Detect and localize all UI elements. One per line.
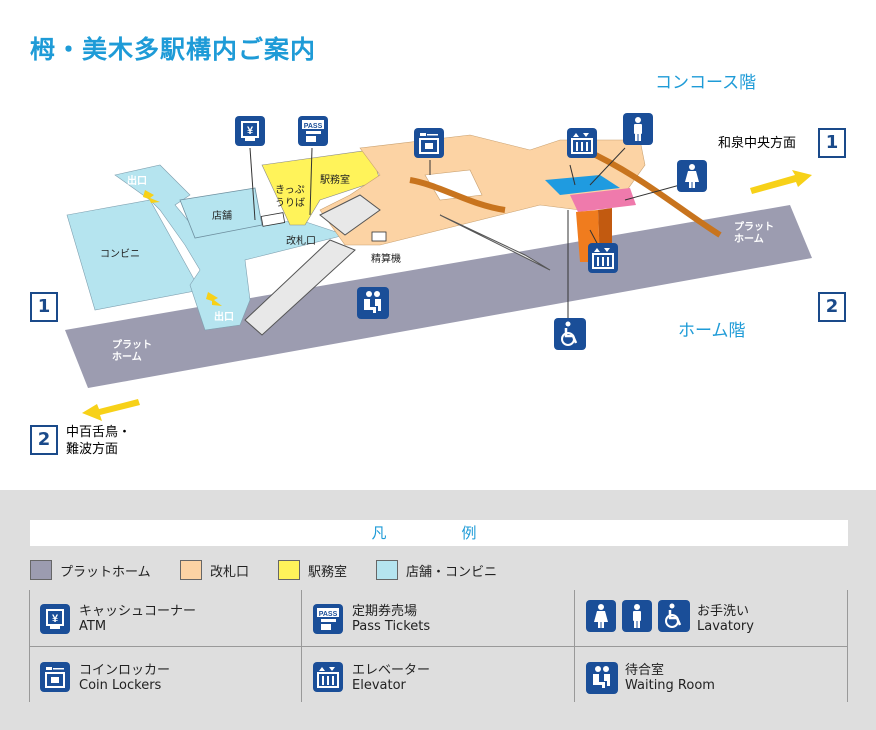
gate-label: 改札口 [286,236,316,247]
station-office-label: 駅務室 [320,175,350,186]
atm-icon: ¥ [235,116,265,146]
swatch-platform-label: プラットホーム [60,565,151,580]
exit-label-bottom: 出口 [214,312,234,323]
legend-lavatory-en: Lavatory [697,619,754,634]
direction-1-box: 1 [818,128,846,158]
stairs [244,194,551,336]
direction-1-label: 和泉中央方面 [718,136,797,151]
legend-elevator-icon [313,662,343,692]
svg-text:¥: ¥ [247,125,254,137]
direction-2-box-right: 2 [818,292,846,322]
swatch-shop-label: 店舗・コンビニ [406,565,498,580]
swatch-shop [376,560,398,580]
male-lavatory-icon [623,113,653,145]
fare-adjust-label: 精算機 [371,254,401,265]
waiting-room-icon [357,287,389,319]
direction-2-label: 中百舌鳥・ 難波方面 [66,425,132,457]
legend-waiting-jp: 待合室 [625,663,665,678]
platform-label-right: プラット ホーム [734,222,774,245]
convenience-label: コンビニ [100,249,140,260]
elevator-icon [567,128,597,158]
ticket-machine [260,212,286,227]
legend-waiting-icon [586,662,618,694]
legend-female-lavatory-icon [586,600,616,632]
legend-elevator-en: Elevator [352,678,406,693]
male-lavatory-room [545,175,620,195]
legend-waiting-en: Waiting Room [625,678,715,693]
legend-title: 凡 例 [30,520,848,546]
ticket-label-1: きっぷ [275,185,305,196]
female-lavatory-icon [677,160,707,192]
concourse-level-label: コンコース階 [655,73,757,93]
shop-label: 店舗 [212,211,232,222]
concourse-area [319,134,646,246]
elevator-platform-icon [588,243,618,273]
legend-divider [29,646,848,647]
station-map [65,134,812,421]
legend-locker-icon [40,662,70,692]
direction-1-box-left: 1 [30,292,58,322]
svg-text:PASS: PASS [319,611,338,618]
legend-pass-en: Pass Tickets [352,619,431,634]
svg-text:PASS: PASS [304,123,323,130]
swatch-office-label: 駅務室 [308,565,348,580]
platform-label-left: プラット ホーム [112,340,152,363]
pass-ticket-icon: PASS [298,116,328,146]
platform-level-label: ホーム階 [678,321,746,341]
legend-locker-jp: コインロッカー [79,663,171,678]
legend-male-lavatory-icon [622,600,652,632]
exit-label-top: 出口 [127,176,147,187]
legend-elevator-jp: エレベーター [352,663,431,678]
coin-locker-icon [414,128,444,158]
direction-2-box: 2 [30,425,58,455]
page-title: 栂・美木多駅構内ご案内 [30,35,317,64]
wheelchair-icon [554,318,586,350]
legend-lavatory-jp: お手洗い [697,604,750,619]
legend-atm-en: ATM [79,619,107,634]
legend-wheelchair-icon [658,600,690,632]
shop-area [114,164,347,331]
legend-atm-icon: ¥ [40,604,70,634]
swatch-gate-label: 改札口 [210,565,250,580]
ticket-label-2: うりば [275,198,305,209]
legend-pass-icon: PASS [313,604,343,634]
legend-atm-jp: キャッシュコーナー [79,604,197,619]
legend-locker-en: Coin Lockers [79,678,162,693]
platform [65,205,812,388]
swatch-gate [180,560,202,580]
legend-pass-jp: 定期券売場 [352,604,418,619]
female-lavatory-room [570,188,636,212]
direction-arrows [82,170,812,421]
fare-adjust-machine [371,231,387,242]
swatch-office [278,560,300,580]
svg-text:¥: ¥ [52,613,59,625]
swatch-platform [30,560,52,580]
shop-block [179,187,263,239]
